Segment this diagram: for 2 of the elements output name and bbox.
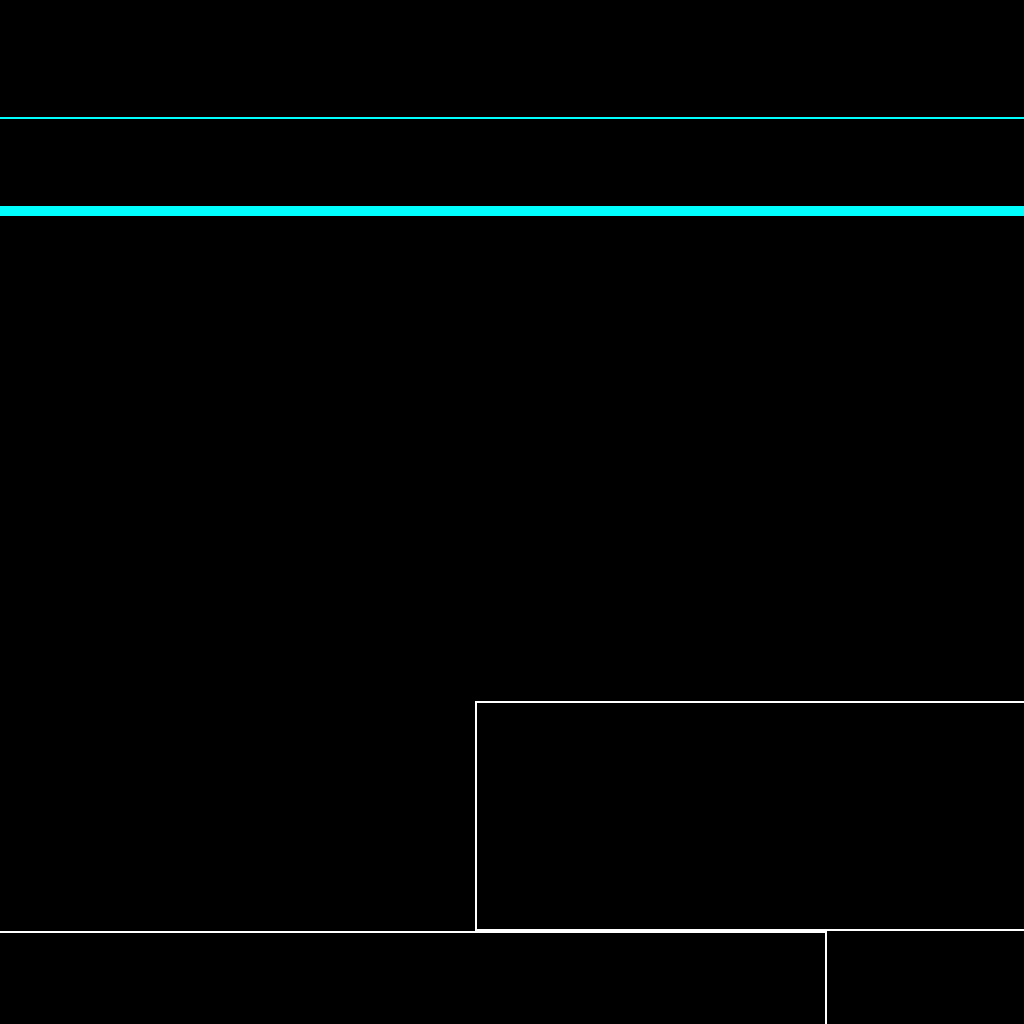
panel-box: [0, 931, 827, 1024]
panel-box: [475, 701, 1024, 931]
